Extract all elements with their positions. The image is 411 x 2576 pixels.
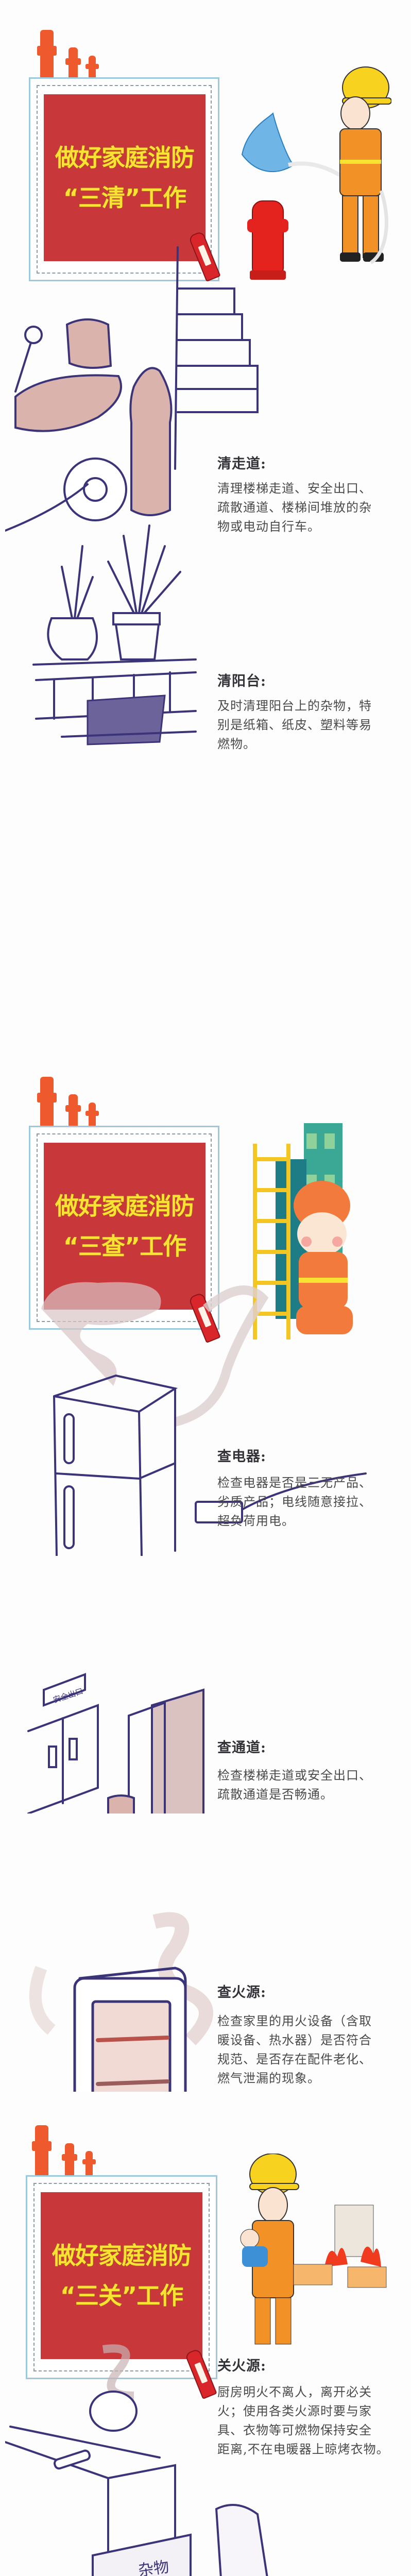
section-heading: 查火源: [217, 1985, 266, 2001]
scooter-stairs-illustration [5, 246, 259, 532]
section-body: 检查电器是否是三无产品、 劣质产品；电线随意接拉、 超负荷用电。 [217, 1473, 392, 1531]
body-line: 厨房明火不离人，离开必关 [217, 2385, 372, 2399]
body-line: 检查家里的用火设备（含取 [217, 2014, 372, 2028]
fire-hydrant-icon [65, 47, 81, 83]
banner-title-line1: 做好家庭消防 [55, 144, 195, 172]
banner-san-qing: 做好家庭消防 “三清”工作 [0, 0, 411, 289]
body-line: 超负荷用电。 [217, 1514, 295, 1528]
blocked-exit-illustration: 安全出口 [27, 1673, 204, 1814]
fire-hydrant-icon [82, 2151, 96, 2179]
balcony-illustration [32, 524, 197, 745]
section-heading: 查电器: [217, 1449, 266, 1465]
body-line: 劣质产品；电线随意接拉、 [217, 1495, 372, 1509]
section-cha-tongdao: 安全出口 查通道: 检查楼梯走道或安全出口、 疏散通道是否畅通。 [0, 1556, 411, 1814]
body-line: 检查楼梯走道或安全出口、 [217, 1768, 372, 1783]
refrigerator-illustration [41, 1282, 367, 1556]
section-body: 检查楼梯走道或安全出口、 疏散通道是否畅通。 [217, 1766, 392, 1804]
banner-title-box: 做好家庭消防 “三清”工作 [44, 94, 206, 261]
banner-title-box: 做好家庭消防 “三查”工作 [44, 1143, 206, 1310]
banner-title-line1: 做好家庭消防 [52, 2242, 192, 2269]
banner-frame: 做好家庭消防 “三清”工作 [29, 77, 219, 281]
body-line: 暖设备、热水器）是否符合 [217, 2033, 372, 2047]
body-line: 及时清理阳台上的杂物，特 [217, 699, 372, 713]
section-body: 检查家里的用火设备（含取 暖设备、热水器）是否符合 规范、是否存在配件老化、 燃… [217, 2012, 392, 2088]
banner-title-box: 做好家庭消防 “三关”工作 [41, 2192, 202, 2359]
fire-hydrant-icon [37, 30, 57, 83]
body-line: 具、衣物等可燃物保持安全 [217, 2423, 372, 2437]
body-line: 物或电动自行车。 [217, 519, 320, 534]
fire-hydrant-icon [62, 2143, 77, 2179]
section-qing-yangtai: 清阳台: 及时清理阳台上的杂物，特 别是纸箱、纸皮、塑料等易 燃物。 [0, 515, 411, 752]
banner-san-cha: 做好家庭消防 “三查”工作 [0, 1051, 411, 1344]
section-heading: 清阳台: [217, 673, 266, 689]
body-line: 距离,不在电暖器上晾烤衣物。 [217, 2442, 389, 2456]
body-line: 清理楼梯走道、安全出口、 [217, 481, 372, 496]
body-line: 规范、是否存在配件老化、 [217, 2052, 372, 2066]
fire-hydrant-icon [85, 1103, 99, 1130]
banner-title-line2: “三查”工作 [63, 1232, 186, 1260]
banner-frame: 做好家庭消防 “三关”工作 [26, 2175, 217, 2379]
section-qing-zoudao: 清走道: 清理楼梯走道、安全出口、 疏散通道、楼梯间堆放的杂 物或电动自行车。 [0, 242, 411, 551]
section-body: 及时清理阳台上的杂物，特 别是纸箱、纸皮、塑料等易 燃物。 [217, 697, 392, 754]
body-line: 检查电器是否是三无产品、 [217, 1476, 372, 1490]
section-body: 清理楼梯走道、安全出口、 疏散通道、楼梯间堆放的杂 物或电动自行车。 [217, 479, 392, 536]
fire-hydrant-icon [37, 1077, 57, 1130]
fire-hydrant-icon [85, 56, 99, 83]
electric-heater-illustration [29, 1912, 213, 2092]
firefighter-hose-illustration [241, 66, 391, 280]
section-cha-dianqi: 查电器: 检查电器是否是三无产品、 劣质产品；电线随意接拉、 超负荷用电。 [0, 1267, 411, 1556]
fire-hydrant-icon [32, 2125, 52, 2179]
banner-title-line2: “三关”工作 [60, 2282, 183, 2310]
firefighter-rescue-illustration [240, 2154, 387, 2345]
banner-san-guan: 做好家庭消防 “三关”工作 [0, 2092, 411, 2400]
body-line: 燃气泄漏的现象。 [217, 2071, 320, 2086]
section-heading: 清走道: [217, 456, 266, 472]
section-cha-huoyuan: 查火源: 检查家里的用火设备（含取 暖设备、热水器）是否符合 规范、是否存在配件… [0, 1814, 411, 2092]
body-line: 火；使用各类火源时要与家 [217, 2404, 372, 2418]
section-heading: 查通道: [217, 1740, 266, 1756]
section-heading: 关火源: [217, 2358, 266, 2374]
body-line: 燃物。 [217, 737, 256, 751]
fire-hydrant-icon [65, 1094, 81, 1130]
banner-title-line1: 做好家庭消防 [55, 1192, 195, 1220]
body-line: 疏散通道是否畅通。 [217, 1787, 333, 1802]
section-body: 厨房明火不离人，离开必关 火；使用各类火源时要与家 具、衣物等可燃物保持安全 距… [217, 2383, 408, 2459]
body-line: 疏散通道、楼梯间堆放的杂 [217, 500, 372, 515]
body-line: 别是纸箱、纸皮、塑料等易 [217, 718, 372, 732]
unattended-stove-illustration: 杂物 [5, 2344, 268, 2576]
banner-title-line2: “三清”工作 [63, 184, 186, 212]
section-guan-huoyuan: 杂物 关火源: 厨房明火不离人，离开必关 火；使用各类火源时要与家 具、衣物等可… [0, 2298, 411, 2576]
firefighter-ladder-illustration [253, 1123, 353, 1340]
